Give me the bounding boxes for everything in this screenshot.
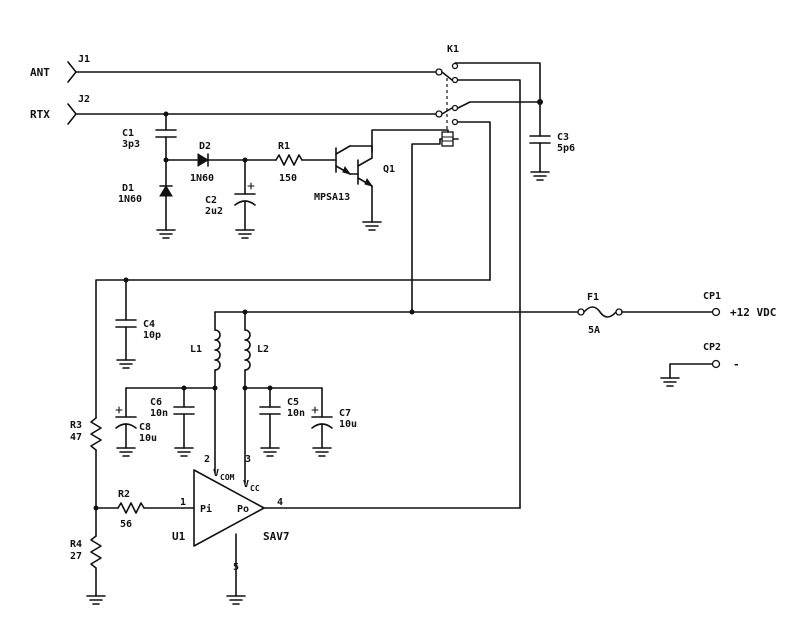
r3-ref: R3 <box>70 420 82 431</box>
c8-ref: C8 <box>139 422 151 433</box>
c8-value: 10u <box>139 433 157 444</box>
cp1-label: +12 VDC <box>730 306 776 319</box>
capacitor-c5 <box>259 387 281 457</box>
u1-vcom: V <box>213 468 219 479</box>
u1-vcc-sub: CC <box>250 484 260 493</box>
resistor-r1 <box>244 154 337 166</box>
cp2-ref: CP2 <box>703 342 721 353</box>
fuse-f1 <box>577 306 713 318</box>
c7-value: 10u <box>339 419 357 430</box>
c2-value: 2u2 <box>205 206 223 217</box>
relay-k1 <box>371 62 541 509</box>
connector-cp2 <box>660 359 721 387</box>
c6-value: 10n <box>150 408 168 419</box>
c1-value: 3p3 <box>122 139 140 150</box>
c6-ref: C6 <box>150 397 162 408</box>
f1-ref: F1 <box>587 292 599 303</box>
resistor-r2 <box>95 502 195 514</box>
u1-pin-in: Pi <box>200 503 212 515</box>
d2-ref: D2 <box>199 141 211 152</box>
u1-pin-out: Po <box>237 504 249 515</box>
c5-value: 10n <box>287 408 305 419</box>
c4-ref: C4 <box>143 319 155 330</box>
u1-value: SAV7 <box>263 530 290 543</box>
j1-label: ANT <box>30 66 50 79</box>
k1-ref: K1 <box>447 44 459 55</box>
u1-pin1: 1 <box>180 497 186 508</box>
r2-value: 56 <box>120 519 132 530</box>
r1-value: 150 <box>279 173 297 184</box>
l1-ref: L1 <box>190 344 202 355</box>
r4-ref: R4 <box>70 539 82 550</box>
d1-ref: D1 <box>122 183 134 194</box>
inductor-l1 <box>214 311 221 474</box>
l2-ref: L2 <box>257 344 269 355</box>
r4-value: 27 <box>70 551 82 562</box>
cp1-ref: CP1 <box>703 291 721 302</box>
c2-ref: C2 <box>205 195 217 206</box>
capacitor-c8 <box>115 387 137 457</box>
j2-label: RTX <box>30 108 50 121</box>
u1-pin3: 3 <box>245 454 251 465</box>
r1-ref: R1 <box>278 141 290 152</box>
r3-value: 47 <box>70 432 82 443</box>
c1-ref: C1 <box>122 128 134 139</box>
capacitor-c6 <box>173 387 195 457</box>
c3-ref: C3 <box>557 132 569 143</box>
transistor-q1 <box>335 145 382 231</box>
u1-ref: U1 <box>172 530 186 543</box>
resistor-r4 <box>86 507 106 605</box>
u1-vcom-sub: COM <box>220 473 235 482</box>
diode-d2 <box>165 153 246 167</box>
u1-vcc: V <box>243 479 249 490</box>
resistor-r3 <box>90 417 102 509</box>
cp2-label: - <box>733 358 740 371</box>
amplifier-u1 <box>193 469 521 605</box>
d2-value: 1N60 <box>190 173 214 184</box>
c7-ref: C7 <box>339 408 351 419</box>
c5-ref: C5 <box>287 397 299 408</box>
c3-value: 5p6 <box>557 143 575 154</box>
r2-ref: R2 <box>118 489 130 500</box>
capacitor-c1 <box>155 113 177 161</box>
u1-pin5: 5 <box>233 562 239 573</box>
capacitor-c3 <box>529 101 551 181</box>
capacitor-c4 <box>115 279 137 369</box>
j1-ref: J1 <box>78 54 90 65</box>
diode-d1 <box>156 159 176 239</box>
connector-cp1 <box>711 307 721 317</box>
q1-ref: Q1 <box>383 164 395 175</box>
capacitor-c2 <box>234 159 256 239</box>
connector-j1 <box>67 61 443 83</box>
connector-j2 <box>67 103 443 125</box>
u1-pin2: 2 <box>204 454 210 465</box>
c4-value: 10p <box>143 330 161 341</box>
d1-value: 1N60 <box>118 194 142 205</box>
capacitor-c7 <box>311 387 333 457</box>
u1-pin4: 4 <box>277 497 283 508</box>
q1-value: MPSA13 <box>314 192 350 203</box>
j2-ref: J2 <box>78 94 90 105</box>
f1-value: 5A <box>588 325 600 336</box>
